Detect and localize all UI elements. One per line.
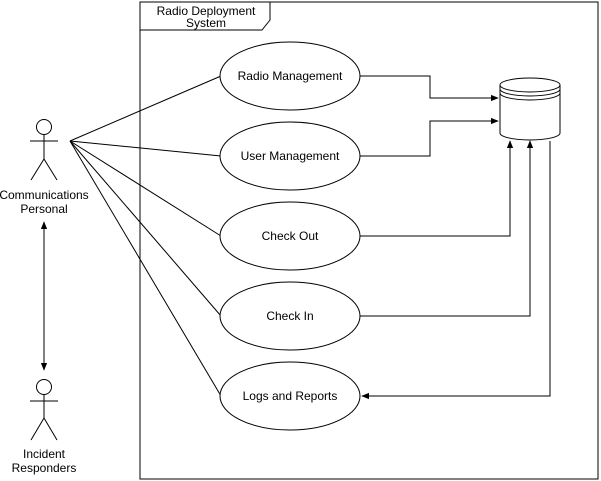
- use-case-check-out[interactable]: Check Out: [219, 201, 361, 271]
- use-case-check-in[interactable]: Check In: [219, 281, 361, 351]
- association-radio-management: [69, 75, 222, 142]
- database-ring-2: [499, 92, 561, 101]
- actor-responders-label-line1: Incident: [23, 447, 66, 461]
- actor-associations: [69, 75, 222, 397]
- actor-incident-responders: [30, 379, 58, 441]
- system-title-line2: System: [186, 16, 226, 30]
- actor-head: [36, 119, 52, 135]
- connector-user-to-db: [360, 117, 499, 157]
- database-connectors: [360, 75, 551, 400]
- use-case-label: Radio Management: [238, 69, 343, 83]
- actor-right-leg: [43, 158, 58, 181]
- use-case-label: Logs and Reports: [243, 389, 338, 403]
- actor-communications-label-line2: Personal: [20, 202, 67, 216]
- actor-left-leg: [30, 417, 45, 441]
- system-title-tab: [139, 1, 271, 31]
- connector-radio-to-db: [360, 75, 499, 102]
- use-case-label: User Management: [241, 149, 340, 163]
- actor-communications-label-line1: Communications: [0, 188, 89, 202]
- actor-responders-label-line2: Responders: [12, 461, 77, 475]
- use-case-label: Check Out: [262, 229, 319, 243]
- actor-left-leg: [30, 158, 45, 181]
- database-top: [499, 77, 561, 93]
- use-case-logs-and-reports[interactable]: Logs and Reports: [219, 361, 361, 431]
- connector-checkout-to-db: [360, 140, 514, 237]
- actor-right-leg: [43, 417, 58, 441]
- database-body: [499, 85, 561, 141]
- association-logs-reports: [69, 140, 222, 397]
- use-case-label: Check In: [266, 309, 313, 323]
- database-ring-1: [499, 88, 561, 97]
- database-icon: [499, 77, 561, 141]
- use-case-radio-management[interactable]: Radio Management: [219, 41, 361, 111]
- association-user-management: [69, 140, 222, 157]
- connector-checkin-to-db: [360, 140, 534, 317]
- connector-db-to-logs: [361, 141, 551, 400]
- use-case-user-management[interactable]: User Management: [219, 121, 361, 191]
- association-check-out: [69, 140, 222, 237]
- actor-head: [36, 379, 52, 395]
- system-boundary: [139, 1, 599, 480]
- actor-communications-personal: [30, 119, 58, 181]
- system-title-line1: Radio Deployment: [157, 4, 256, 18]
- use-case-ellipse: [219, 361, 361, 431]
- association-check-in: [69, 140, 222, 317]
